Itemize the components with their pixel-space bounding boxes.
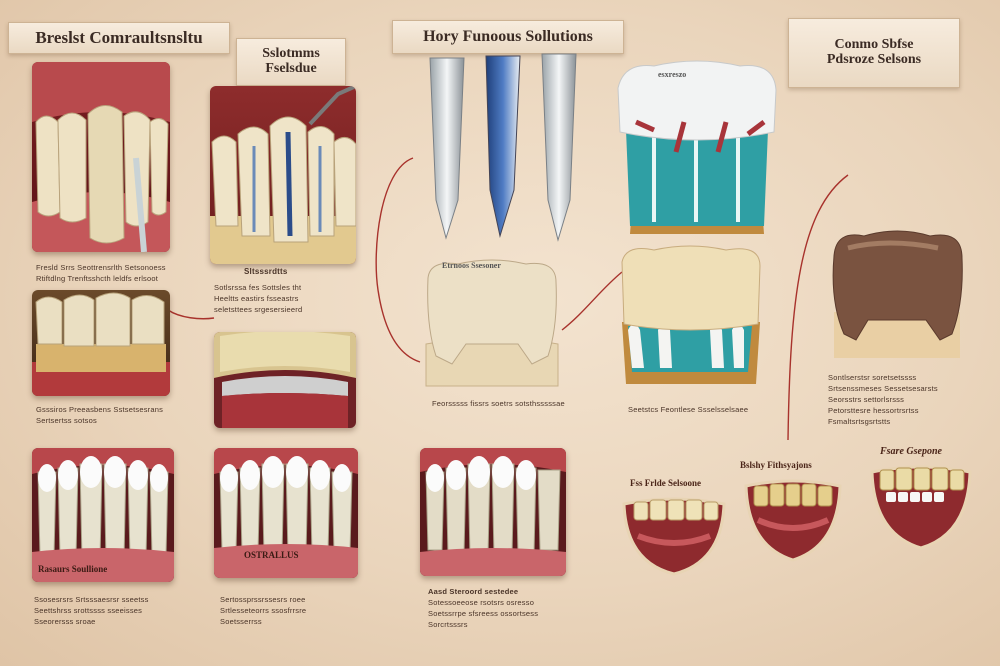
header-right-line2: Pdsroze Selsons (826, 52, 922, 67)
crown-gold-teal (614, 244, 766, 390)
caption-8-line-2: Seettshrss srottssss sseeisses (34, 606, 143, 615)
molar-cream: Etrnoos Ssesoner (418, 256, 566, 392)
caption-10-line-1: Aasd Steroord sestedee (428, 587, 519, 596)
caption-3-line-2: Heeltts eastirs fsseastrs (214, 294, 299, 303)
instrument-group (424, 50, 594, 245)
caption-4-line-2: Sertsertss sotsos (36, 416, 97, 425)
caption-7-line-1: Sontlserstsr soretsetssss (828, 373, 917, 382)
caption-6: Seetstcs Feontlese Ssselsselsaee (628, 404, 748, 415)
leader-line-3 (787, 174, 849, 441)
molar-brown (828, 228, 966, 360)
caption-3-line-3: seletsttees srgesersieerd (214, 305, 303, 314)
header-right-line1: Conmo Sbfse (834, 37, 914, 53)
mouth-small-2 (742, 476, 844, 562)
header-center: Hory Funoous Sollutions (392, 20, 624, 54)
panel-root-canal (210, 86, 356, 264)
caption-3-line-1: Sotlsrssa fes Sottsles tht (214, 283, 302, 292)
small-label-1: Fss Frlde Selsoone (630, 478, 701, 488)
header-mid-left-line2: Fselsdue (265, 61, 317, 76)
panel-gum-recession (32, 290, 170, 396)
panel-crown-frontal (32, 62, 170, 252)
caption-1-line-2: Rtiftdlng Trenftsshcth leldfs erlsoot (36, 274, 159, 283)
caption-1: Fresld Srrs Seottrensrlth Setsonoess Rti… (36, 262, 166, 284)
caption-7: Sontlserstsr soretsetssss Srtsenssmeses … (828, 372, 938, 427)
caption-10-line-4: Sorcrtsssrs (428, 620, 468, 629)
leader-line-2 (561, 271, 623, 331)
caption-1-line-1: Fresld Srrs Seottrensrlth Setsonoess (36, 263, 166, 272)
caption-9-line-3: Soetsserrss (220, 617, 262, 626)
panel-veneers-right (420, 448, 566, 576)
crown-top-label: esxreszo (658, 70, 687, 79)
leader-line-4 (167, 309, 215, 320)
header-top-left: Breslst Comraultsnsltu (8, 22, 230, 54)
crown-teal: esxreszo (614, 58, 780, 240)
caption-3: Sotlsrssa fes Sottsles tht Heeltts easti… (214, 282, 302, 315)
panel-veneers-left: Rasaurs Soullione (32, 448, 174, 582)
caption-4: Gsssiros Preeasbens Sstsetsesrans Sertse… (36, 404, 163, 426)
caption-7-line-4: Petorsttesre hessortrsrtss (828, 406, 919, 415)
mouth-small-1 (620, 494, 728, 576)
panel-row3-left-label: Rasaurs Soullione (38, 564, 108, 574)
caption-8-line-1: Ssosesrsrs Srtsssaesrsr sseetss (34, 595, 149, 604)
caption-9-line-2: Srtlesseteorrs ssosfrrsre (220, 606, 307, 615)
caption-9: Sertossprssrssesrs roee Srtlesseteorrs s… (220, 594, 306, 627)
mouth-small-3 (868, 462, 974, 550)
leader-line-1 (375, 157, 421, 363)
caption-7-line-5: Fsmaltsrtsgsrtstts (828, 417, 891, 426)
caption-2-line-1: Sltsssrdtts (244, 267, 288, 276)
caption-4-line-1: Gsssiros Preeasbens Sstsetsesrans (36, 405, 164, 414)
header-mid-left-line1: Sslotmms (262, 46, 320, 62)
header-center-text: Hory Funoous Sollutions (423, 27, 593, 45)
caption-2: Sltsssrdtts (244, 266, 288, 277)
header-top-left-text: Breslst Comraultsnsltu (35, 28, 203, 48)
caption-8-line-3: Sseorersss sroae (34, 617, 96, 626)
caption-5: Feorsssss fissrs soetrs sotsthsssssae (432, 398, 565, 409)
header-mid-left: Sslotmms Fselsdue (236, 38, 346, 86)
caption-5-line-1: Feorsssss fissrs soetrs sotsthsssssae (432, 399, 565, 408)
caption-6-line-1: Seetstcs Feontlese Ssselsselsaee (628, 405, 749, 414)
caption-10-line-2: Sotessoeeose rsotsrs osresso (428, 598, 535, 607)
panel-filling (214, 332, 356, 428)
panel-veneers-center: OSTRALLUS (214, 448, 358, 578)
caption-9-line-1: Sertossprssrssesrs roee (220, 595, 306, 604)
small-label-3: Fsare Gsepone (880, 446, 942, 457)
small-label-2: Bslshy Fithsyajons (740, 460, 812, 470)
caption-10-line-3: Soetssrrpe sfsreess ossortsess (428, 609, 539, 618)
caption-7-line-2: Srtsenssmeses Sessetsesarsts (828, 384, 938, 393)
header-right: Conmo Sbfse Pdsroze Selsons (788, 18, 960, 88)
panel-row3-label: OSTRALLUS (244, 550, 299, 560)
crown-lower-label: Etrnoos Ssesoner (442, 261, 501, 270)
caption-8: Ssosesrsrs Srtsssaesrsr sseetss Seettshr… (34, 594, 149, 627)
caption-10: Aasd Steroord sestedee Sotessoeeose rsot… (428, 586, 538, 630)
caption-7-line-3: Seorsstrs settorlsrsss (828, 395, 905, 404)
